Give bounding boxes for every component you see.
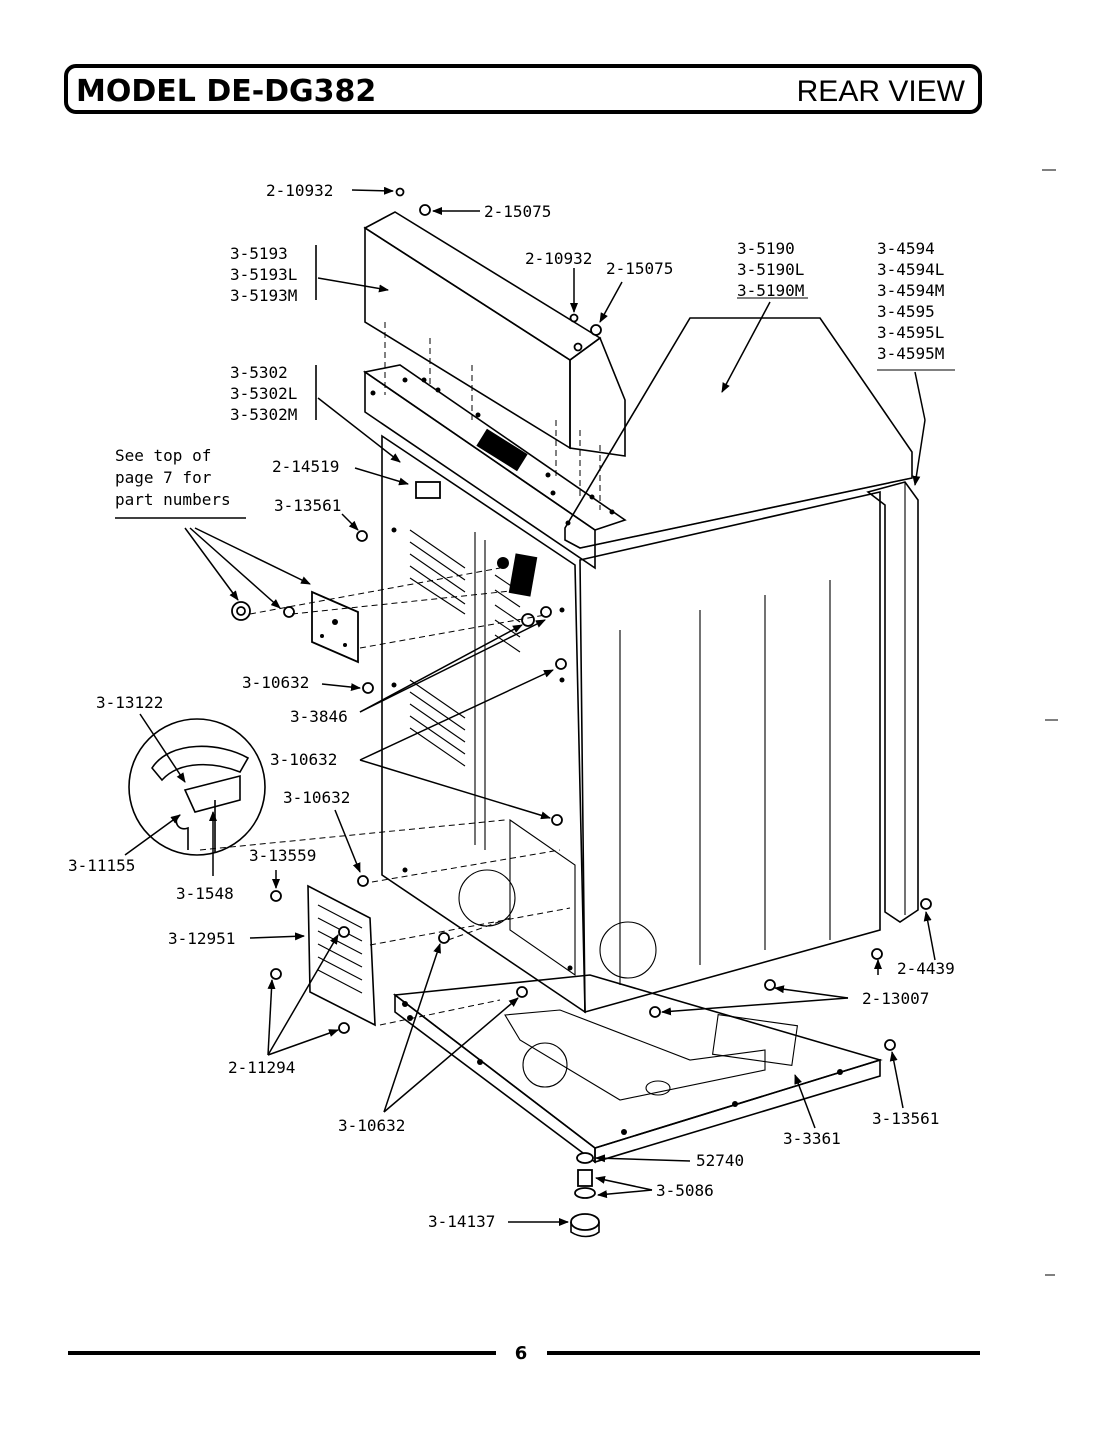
label-3-5302: 3-5302 (230, 363, 288, 382)
label-3-10632-d: 3-10632 (338, 1116, 405, 1135)
label-3-10632-a: 3-10632 (242, 673, 309, 692)
label-2-13007: 2-13007 (862, 989, 929, 1008)
label-3-5193: 3-5193 (230, 244, 288, 263)
label-3-5193L: 3-5193L (230, 265, 297, 284)
label-3-5190M: 3-5190M (737, 281, 804, 300)
label-3-13561-top: 3-13561 (274, 496, 341, 515)
note-line-2: page 7 for (115, 468, 212, 487)
label-3-10632-c: 3-10632 (283, 788, 350, 807)
control-console-drawing (362, 211, 627, 570)
label-3-13122: 3-13122 (96, 693, 163, 712)
note-line-3: part numbers (115, 490, 231, 509)
label-3-4595L: 3-4595L (877, 323, 944, 342)
leader-lines (115, 186, 955, 1226)
label-2-4439: 2-4439 (897, 959, 955, 978)
model-title: MODEL DE-DG382 (76, 74, 376, 109)
label-3-3361: 3-3361 (783, 1129, 841, 1148)
alignment-lines (199, 567, 571, 1026)
label-3-5302L: 3-5302L (230, 384, 297, 403)
mounting-plate (311, 590, 359, 664)
label-3-4594L: 3-4594L (877, 260, 944, 279)
page-header: MODEL DE-DG382 REAR VIEW (64, 64, 982, 114)
base-pan-drawing (392, 974, 883, 1164)
page-footer: 6 (68, 1343, 980, 1364)
label-3-13559: 3-13559 (249, 846, 316, 865)
label-3-10632-b: 3-10632 (270, 750, 337, 769)
label-2-15075-top: 2-15075 (484, 202, 551, 221)
vent-cover-3-12951 (307, 884, 376, 1027)
label-3-3846: 3-3846 (290, 707, 348, 726)
label-3-4594M: 3-4594M (877, 281, 944, 300)
label-3-5302M: 3-5302M (230, 405, 297, 424)
label-plate-2-14519 (415, 481, 441, 499)
back-vent-louvres-upper (409, 529, 466, 615)
label-3-14137: 3-14137 (428, 1212, 495, 1231)
label-3-5190: 3-5190 (737, 239, 795, 258)
fasteners (231, 187, 932, 1051)
cross-reference-note: See top of page 7 for part numbers (115, 446, 231, 509)
label-2-14519: 2-14519 (272, 457, 339, 476)
label-2-15075-mid: 2-15075 (606, 259, 673, 278)
dryer-cabinet-drawing (381, 317, 913, 1014)
label-3-4595: 3-4595 (877, 302, 935, 321)
label-3-4594: 3-4594 (877, 239, 935, 258)
leveling-foot-parts (570, 1152, 600, 1238)
rear-frame-drawing (866, 481, 919, 923)
label-3-1548: 3-1548 (176, 884, 234, 903)
view-title: REAR VIEW (797, 75, 966, 108)
page-number: 6 (515, 1343, 528, 1364)
label-3-4595M: 3-4595M (877, 344, 944, 363)
margin-marks (1042, 169, 1058, 1276)
label-3-13561-bot: 3-13561 (872, 1109, 939, 1128)
part-labels: 2-10932 2-15075 3-5193 3-5193L 3-5193M 2… (68, 181, 955, 1231)
back-vent-louvres-lower (409, 679, 466, 767)
note-line-1: See top of (115, 446, 211, 465)
label-3-5190L: 3-5190L (737, 260, 804, 279)
label-2-10932-top: 2-10932 (266, 181, 333, 200)
label-2-11294: 2-11294 (228, 1058, 295, 1077)
label-3-5086: 3-5086 (656, 1181, 714, 1200)
detail-circle-clip (128, 718, 266, 856)
label-52740: 52740 (696, 1151, 744, 1170)
label-3-12951: 3-12951 (168, 929, 235, 948)
back-vent-louvres-right (494, 574, 521, 653)
label-2-10932-mid: 2-10932 (525, 249, 592, 268)
label-3-11155: 3-11155 (68, 856, 135, 875)
label-3-5193M: 3-5193M (230, 286, 297, 305)
